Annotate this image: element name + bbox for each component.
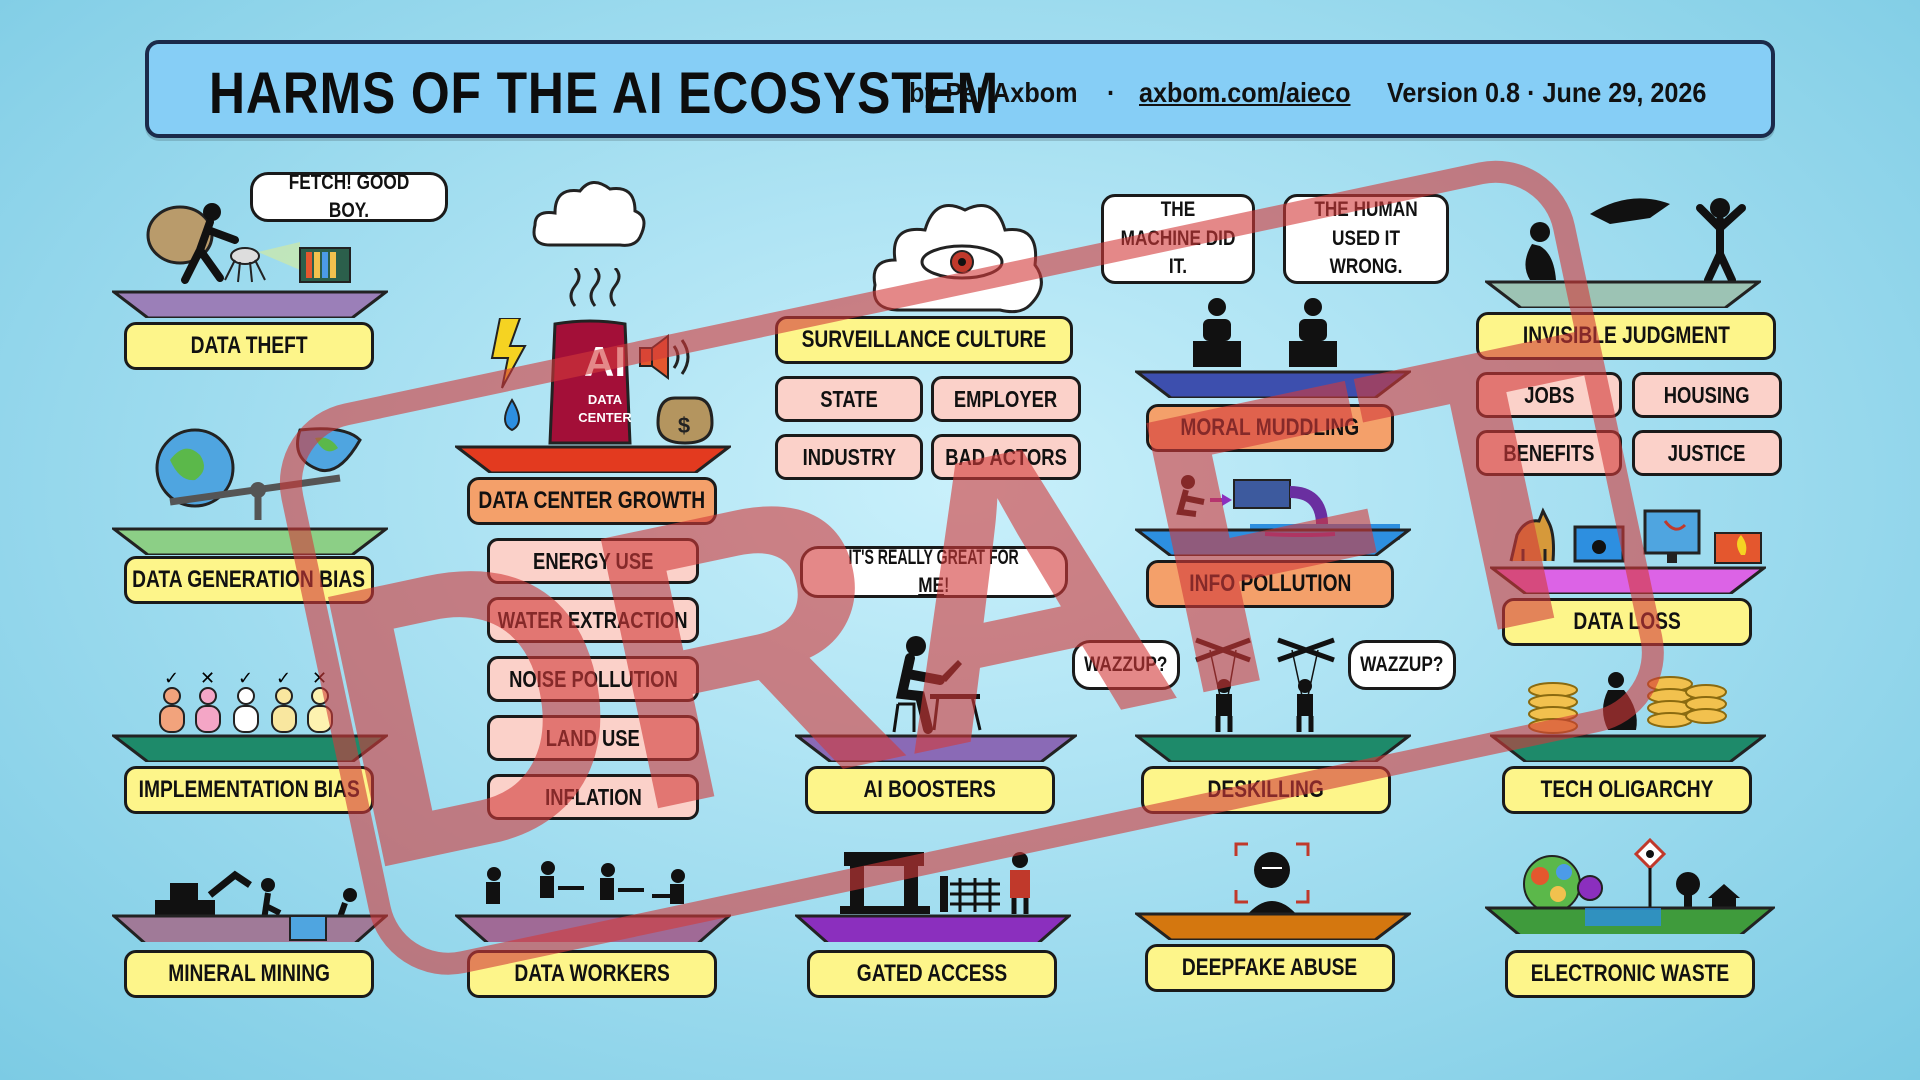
label-data-generation-bias[interactable]: DATA GENERATION BIAS xyxy=(124,556,374,604)
sub-justice[interactable]: JUSTICE xyxy=(1632,430,1782,476)
label-electronic-waste[interactable]: ELECTRONIC WASTE xyxy=(1505,950,1755,998)
separator: · xyxy=(1107,77,1116,108)
version: Version 0.8 · June 29, 2026 xyxy=(1387,77,1707,108)
site-link[interactable]: axbom.com/aieco xyxy=(1139,77,1351,108)
plate-data-generation-bias xyxy=(112,527,388,555)
plate-moral-muddling xyxy=(1135,370,1411,398)
plate-implementation-bias xyxy=(112,734,388,762)
label-deskilling[interactable]: DESKILLING xyxy=(1141,766,1391,814)
label-invisible-judgment[interactable]: INVISIBLE JUDGMENT xyxy=(1476,312,1776,360)
label-gated-access[interactable]: GATED ACCESS xyxy=(807,950,1057,998)
bubble-wazzup-right: WAZZUP? xyxy=(1348,640,1456,690)
sub-housing[interactable]: HOUSING xyxy=(1632,372,1782,418)
sub-land-use[interactable]: LAND USE xyxy=(487,715,699,761)
plate-ai-boosters xyxy=(795,734,1077,762)
sub-jobs[interactable]: JOBS xyxy=(1476,372,1622,418)
label-info-pollution[interactable]: INFO POLLUTION xyxy=(1146,560,1394,608)
label-ai-boosters[interactable]: AI BOOSTERS xyxy=(805,766,1055,814)
sub-industry[interactable]: INDUSTRY xyxy=(775,434,923,480)
data-workers-icon xyxy=(486,861,685,904)
plate-info-pollution xyxy=(1135,528,1411,556)
plate-data-workers xyxy=(455,914,731,942)
bubble-wazzup-left: WAZZUP? xyxy=(1072,640,1180,690)
plate-data-center xyxy=(455,445,731,473)
plate-data-loss xyxy=(1490,566,1766,594)
gate-guard-icon xyxy=(840,852,1030,914)
sub-bad-actors[interactable]: BAD ACTORS xyxy=(931,434,1081,480)
bubble-human-used-it-wrong: THE HUMAN USED IT WRONG. xyxy=(1283,194,1449,284)
author: by Per Axbom xyxy=(909,77,1078,108)
sub-noise-pollution[interactable]: NOISE POLLUTION xyxy=(487,656,699,702)
sub-employer[interactable]: EMPLOYER xyxy=(931,376,1081,422)
coin-stacks-oligarch-icon xyxy=(1528,672,1727,734)
person-at-laptop-icon xyxy=(892,636,982,734)
header-banner: HARMS OF THE AI ECOSYSTEM by Per Axbom ·… xyxy=(145,40,1775,138)
bubble-great-for-me: IT'S REALLY GREAT FOR ME! xyxy=(800,546,1068,598)
plate-electronic-waste xyxy=(1485,906,1775,934)
label-data-center-growth[interactable]: DATA CENTER GROWTH xyxy=(467,477,717,525)
page-title: HARMS OF THE AI ECOSYSTEM xyxy=(209,61,1000,126)
deepfake-face-scan-icon xyxy=(1234,842,1310,916)
data-center-caption-1: DATA xyxy=(587,392,623,407)
label-deepfake-abuse[interactable]: DEEPFAKE ABUSE xyxy=(1145,944,1395,992)
sub-energy-use[interactable]: ENERGY USE xyxy=(487,538,699,584)
sub-inflation[interactable]: INFLATION xyxy=(487,774,699,820)
label-implementation-bias[interactable]: IMPLEMENTATION BIAS xyxy=(124,766,374,814)
scale-globes-icon xyxy=(155,427,362,520)
plate-mineral-mining xyxy=(112,914,388,942)
dollar-bag-icon: $ xyxy=(677,413,691,438)
thief-with-robot-dog-icon xyxy=(146,203,351,284)
plate-deskilling xyxy=(1135,734,1411,762)
label-mineral-mining[interactable]: MINERAL MINING xyxy=(124,950,374,998)
label-tech-oligarchy[interactable]: TECH OLIGARCHY xyxy=(1502,766,1752,814)
data-center-caption-2: CENTER xyxy=(578,410,632,425)
label-data-loss[interactable]: DATA LOSS xyxy=(1502,598,1752,646)
label-moral-muddling[interactable]: MORAL MUDDLING xyxy=(1146,404,1394,452)
plate-data-theft xyxy=(112,290,388,318)
label-data-theft[interactable]: DATA THEFT xyxy=(124,322,374,370)
label-surveillance-culture[interactable]: SURVEILLANCE CULTURE xyxy=(775,316,1073,364)
bubble-machine-did-it: THE MACHINE DID IT. xyxy=(1101,194,1255,284)
puppets-icon xyxy=(1195,637,1335,732)
two-speakers-at-podiums-icon xyxy=(1193,298,1337,367)
sub-benefits[interactable]: BENEFITS xyxy=(1476,430,1622,476)
diverse-people-icon xyxy=(159,687,333,733)
plate-tech-oligarchy xyxy=(1490,734,1766,762)
plate-deepfake-abuse xyxy=(1135,912,1411,940)
sub-state[interactable]: STATE xyxy=(775,376,923,422)
plate-gated-access xyxy=(795,914,1071,942)
judgment-hand-people-icon xyxy=(1525,198,1746,284)
steam-icon xyxy=(569,268,621,307)
plate-invisible-judgment xyxy=(1485,280,1761,308)
surveillance-cloud-eye-icon xyxy=(872,204,1043,314)
cloud-icon xyxy=(532,181,646,247)
label-data-workers[interactable]: DATA WORKERS xyxy=(467,950,717,998)
sub-water-extraction[interactable]: WATER EXTRACTION xyxy=(487,597,699,643)
ai-logo-text: AI xyxy=(584,338,626,385)
